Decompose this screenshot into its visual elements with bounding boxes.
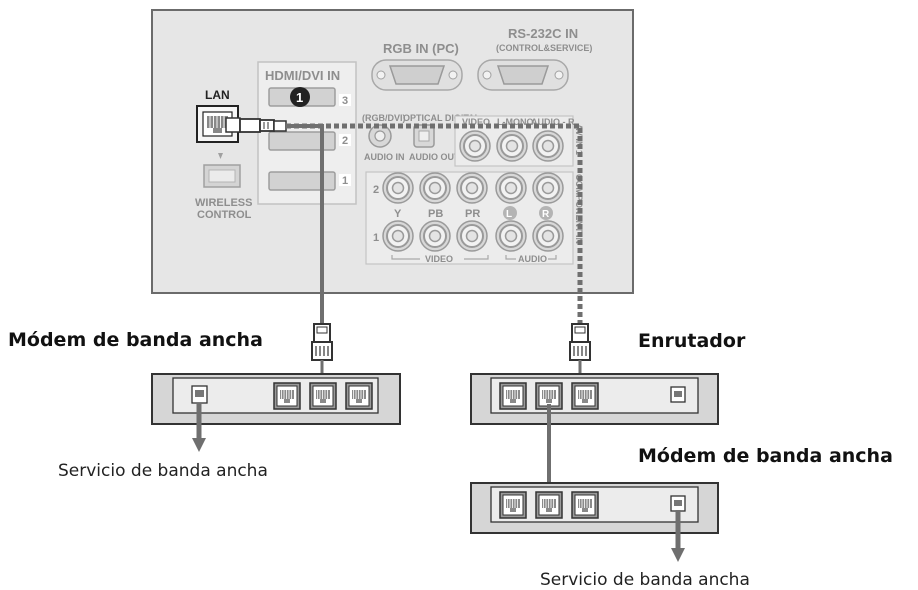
left-modem-device	[151, 373, 401, 425]
hdmi-port-1	[268, 171, 336, 191]
component-pr-label: PR	[465, 208, 480, 220]
hdmi-port-number-3: 3	[342, 95, 348, 107]
hdmi-port-2	[268, 131, 336, 151]
wireless-label-line1: WIRELESS	[195, 197, 252, 209]
component-y-label: Y	[394, 208, 402, 220]
component-row-2: 2	[373, 184, 379, 196]
router-cable-plug	[569, 323, 591, 361]
lan-label: LAN	[205, 88, 230, 102]
rs232c-sublabel: (CONTROL&SERVICE)	[496, 43, 592, 53]
audio-out-label: AUDIO OUT	[409, 152, 460, 162]
av-video-label: VIDEO	[462, 117, 490, 127]
tv-back-panel: HDMI/DVI IN 3 2 1 1 RGB IN (PC) RS-232C …	[151, 9, 634, 294]
rs232c-label: RS-232C IN	[508, 26, 578, 41]
av-video-jack	[459, 130, 491, 162]
router-caption: Enrutador	[638, 330, 746, 352]
av-audio-r-jack	[532, 130, 564, 162]
left-service-caption: Servicio de banda ancha	[58, 461, 268, 481]
right-service-arrow-icon	[671, 548, 685, 562]
callout-badge	[290, 87, 310, 107]
rgb-in-port: RGB IN (PC)	[371, 41, 463, 91]
modem-cable-plug	[311, 323, 333, 361]
component-in-block: 2 1 Y PB PR L R VIDEO AUDIO COMPONENT IN	[365, 171, 584, 265]
av-audio-r-label: AUDIO - R	[531, 117, 575, 127]
hdmi-label: HDMI/DVI IN	[265, 68, 340, 83]
component-video-group-label: VIDEO	[425, 254, 453, 264]
arrow-down-icon	[218, 153, 223, 159]
audio-in-out-block: (RGB/DVI) OPTICAL DIGITAL AUDIO IN AUDIO…	[362, 113, 481, 162]
cable-to-router	[286, 123, 583, 324]
optical-label: OPTICAL DIGITAL	[403, 113, 481, 123]
left-modem-caption: Módem de banda ancha	[8, 329, 263, 351]
component-l-label: L	[506, 209, 512, 220]
wireless-control-port: WIRELESS CONTROL	[195, 164, 252, 221]
rs232c-port: RS-232C IN (CONTROL&SERVICE)	[477, 26, 592, 91]
tv-lan-plug	[225, 117, 287, 133]
rgb-dvi-label: (RGB/DVI)	[362, 113, 406, 123]
rgb-in-label: RGB IN (PC)	[383, 41, 459, 56]
hdmi-port-number-2: 2	[342, 135, 348, 147]
right-modem-caption: Módem de banda ancha	[638, 445, 893, 467]
component-audio-group-label: AUDIO	[518, 254, 547, 264]
wireless-label-line2: CONTROL	[197, 209, 252, 221]
lan-cables	[225, 117, 591, 375]
hdmi-block: HDMI/DVI IN 3 2 1 1	[257, 61, 357, 205]
component-r-label: R	[542, 209, 550, 220]
right-service-caption: Servicio de banda ancha	[540, 570, 750, 590]
av-audio-l-jack	[496, 130, 528, 162]
av-lmono-label: L-MONO	[497, 117, 534, 127]
callout-number: 1	[296, 90, 303, 105]
component-pb-label: PB	[428, 208, 443, 220]
hdmi-port-number-1: 1	[342, 175, 348, 187]
component-row-1: 1	[373, 232, 379, 244]
right-modem-device	[470, 482, 719, 534]
left-service-arrow-icon	[192, 438, 206, 452]
router-device	[470, 373, 719, 425]
audio-in-label: AUDIO IN	[364, 152, 405, 162]
